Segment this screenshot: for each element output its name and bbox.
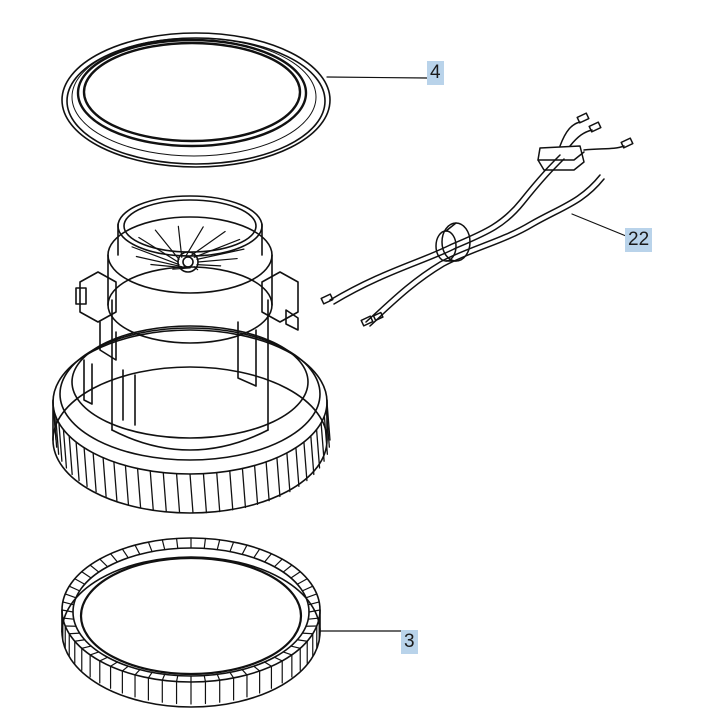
detail-stroke xyxy=(82,646,91,648)
gasket-ring-part xyxy=(62,33,330,167)
detail-stroke xyxy=(100,657,108,661)
detail-stroke xyxy=(122,666,128,671)
detail-stroke xyxy=(148,672,152,678)
detail-stroke xyxy=(265,662,272,666)
detail-stroke xyxy=(254,666,260,671)
detail-stroke xyxy=(125,465,128,504)
detail-stroke xyxy=(90,652,99,655)
detail-stroke xyxy=(274,657,282,661)
detail-stroke xyxy=(162,674,164,680)
detail-stroke xyxy=(302,633,312,634)
ring-teeth xyxy=(62,538,320,704)
detail-stroke xyxy=(204,538,205,548)
detail-stroke xyxy=(204,676,205,682)
detail-stroke xyxy=(138,469,141,508)
detail-stroke xyxy=(306,594,317,598)
detail-stroke xyxy=(190,474,193,513)
detail-stroke xyxy=(69,436,72,474)
detail-stroke xyxy=(242,545,247,554)
detail-stroke xyxy=(230,672,234,678)
detail-stroke xyxy=(277,458,280,497)
detail-stroke xyxy=(69,586,79,591)
detail-stroke xyxy=(93,453,96,492)
base-ring-part xyxy=(62,538,320,707)
detail-stroke xyxy=(100,559,108,567)
detail-stroke xyxy=(75,579,85,584)
detail-stroke xyxy=(177,538,178,548)
detail-stroke xyxy=(177,474,180,513)
detail-stroke xyxy=(203,474,206,513)
detail-stroke xyxy=(283,652,292,655)
callout-22-label: 22 xyxy=(625,228,652,252)
detail-stroke xyxy=(90,565,99,572)
detail-stroke xyxy=(178,226,181,257)
callout-3-label: 3 xyxy=(401,630,418,654)
vacuum-motor-part xyxy=(53,196,330,513)
detail-stroke xyxy=(162,540,164,550)
detail-stroke xyxy=(217,540,219,550)
detail-stroke xyxy=(230,542,234,552)
detail-stroke xyxy=(242,670,247,675)
detail-stroke xyxy=(274,559,282,567)
detail-stroke xyxy=(304,442,307,481)
fan-fins xyxy=(53,402,330,513)
detail-stroke xyxy=(65,594,76,598)
detail-stroke xyxy=(197,265,221,266)
detail-stroke xyxy=(255,465,258,504)
detail-stroke xyxy=(297,640,307,641)
detail-stroke xyxy=(114,462,117,501)
detail-stroke xyxy=(148,542,152,552)
detail-stroke xyxy=(291,572,300,578)
detail-stroke xyxy=(287,453,290,492)
detail-stroke xyxy=(266,462,269,501)
detail-stroke xyxy=(230,471,233,510)
detail-stroke xyxy=(135,545,140,554)
detail-stroke xyxy=(217,674,219,680)
detail-stroke xyxy=(297,579,307,584)
detail-stroke xyxy=(296,448,299,487)
detail-stroke xyxy=(111,662,118,666)
detail-stroke xyxy=(75,640,85,641)
detail-stroke xyxy=(265,554,272,562)
detail-stroke xyxy=(317,430,320,468)
detail-stroke xyxy=(63,430,66,468)
detail-stroke xyxy=(150,471,153,510)
detail-stroke xyxy=(59,423,62,461)
detail-stroke xyxy=(217,473,220,512)
detail-stroke xyxy=(111,554,118,562)
detail-stroke xyxy=(163,473,166,512)
callout-4-label: 4 xyxy=(427,61,444,85)
detail-stroke xyxy=(103,458,106,497)
detail-stroke xyxy=(122,549,128,558)
detail-stroke xyxy=(135,670,140,675)
leader-lines xyxy=(320,77,626,631)
detail-stroke xyxy=(82,572,91,578)
detail-stroke xyxy=(283,565,292,572)
detail-stroke xyxy=(321,423,324,461)
detail-stroke xyxy=(291,646,300,648)
detail-stroke xyxy=(254,549,260,558)
detail-stroke xyxy=(198,259,237,262)
detail-stroke xyxy=(302,586,312,591)
detail-stroke xyxy=(177,676,178,682)
detail-stroke xyxy=(242,469,245,508)
detail-stroke xyxy=(69,633,79,634)
detail-stroke xyxy=(76,442,79,481)
detail-stroke xyxy=(311,436,314,474)
detail-stroke xyxy=(84,448,87,487)
